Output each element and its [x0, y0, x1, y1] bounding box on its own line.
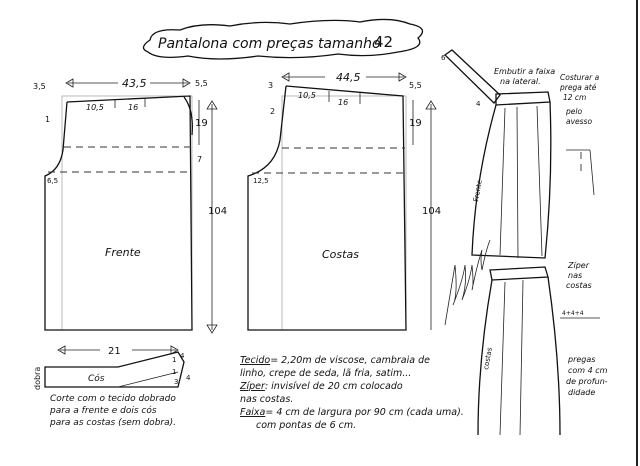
pleat-note-5: avesso: [566, 117, 592, 126]
front-crotch-depth: 7: [197, 155, 202, 164]
back-width: 44,5: [336, 71, 361, 84]
pleat-note-4: pelo: [565, 107, 582, 116]
waistband-m1: 1: [172, 356, 176, 364]
back-pattern-piece: 44,5 3 5,5 2 10,5 16 19 104 12,5 Costas: [247, 71, 441, 331]
pleat-depth-4: didade: [568, 388, 595, 397]
front-pleat-width: 16: [128, 103, 138, 112]
front-left-top: 3,5: [33, 82, 46, 91]
waistband-height: 4: [186, 374, 191, 382]
garment-sketch-back: costas Zíper nas costas 4+4+4 pregas com…: [477, 261, 608, 436]
note-line-2: linho, crepe de seda, lã fria, satim...: [240, 368, 411, 379]
note-line-5: Faixa= 4 cm de largura por 90 cm (cada u…: [240, 407, 464, 418]
back-pleat-width: 16: [338, 98, 348, 107]
sash-tip: 6: [441, 54, 446, 62]
fabric-notes: Tecido= 2,20m de viscose, cambraia de li…: [239, 355, 464, 431]
front-hip-depth: 19: [195, 118, 208, 129]
back-hip-depth: 19: [409, 118, 422, 129]
back-length: 104: [422, 206, 441, 217]
sketch-front-label: Frente: [472, 179, 484, 202]
note-line-1: Tecido= 2,20m de viscose, cambraia de: [240, 355, 430, 366]
sash-note-1: Embutir a faixa: [494, 67, 555, 76]
front-width: 43,5: [122, 77, 147, 90]
waistband-m2: 1: [172, 368, 176, 376]
title-text: Pantalona com preças tamanho: [158, 36, 381, 52]
front-length: 104: [208, 206, 227, 217]
front-pattern-piece: 43,5 3,5 5,5 1 10,5 16 19 7 104 6,5 Fren…: [33, 77, 227, 334]
title-cloud: Pantalona com preças tamanho 42: [142, 18, 424, 60]
sketch-back-label: costas: [482, 346, 494, 370]
zip-note-1: Zíper: [567, 261, 590, 270]
pleat-depth-1: pregas: [567, 355, 595, 364]
back-pleat-offset: 10,5: [298, 91, 316, 100]
garment-sketch-front: 6 4 Embutir a faixa na lateral. Frente C…: [441, 49, 600, 259]
note-line-3: Zíper: invisível de 20 cm colocado: [239, 381, 403, 392]
back-right-top: 5,5: [409, 81, 422, 90]
sash-width: 4: [476, 100, 481, 108]
waistband-m3: 3: [174, 378, 178, 386]
pleat-marks: 4+4+4: [562, 310, 584, 317]
front-crotch-ext: 6,5: [47, 177, 58, 185]
note-line-6: com pontas de 6 cm.: [256, 420, 356, 431]
waistband-piece: 21 Cós dobra 4 1 1 3 4 Corte com o tecid…: [33, 345, 191, 428]
back-left-top: 3: [268, 81, 273, 90]
title-size: 42: [374, 33, 393, 51]
waistband-note-1: Corte com o tecido dobrado: [50, 394, 176, 404]
waistband-tip: 4: [180, 352, 185, 360]
pleat-depth-3: de profun-: [566, 377, 608, 386]
pleat-note-3: 12 cm: [563, 93, 586, 102]
waistband-label: Cós: [88, 373, 105, 384]
note-line-4: nas costas.: [240, 394, 293, 405]
sash-note-2: na lateral.: [500, 77, 541, 86]
waistband-fold: dobra: [33, 367, 42, 390]
signature: [444, 239, 491, 326]
back-left-drop: 2: [270, 107, 275, 116]
waistband-length: 21: [108, 346, 121, 357]
zip-note-2: nas: [568, 271, 582, 280]
pleat-depth-2: com 4 cm: [568, 366, 608, 375]
back-label: Costas: [322, 248, 359, 261]
zip-note-3: costas: [566, 281, 592, 290]
front-right-top: 5,5: [195, 79, 208, 88]
front-label: Frente: [105, 246, 141, 259]
pleat-note-2: prega até: [559, 83, 597, 92]
waistband-note-3: para as costas (sem dobra).: [49, 418, 176, 428]
back-crotch-ext: 12,5: [253, 177, 269, 185]
front-pleat-offset: 10,5: [86, 103, 104, 112]
waistband-note-2: para a frente e dois cós: [49, 405, 157, 416]
pleat-note-1: Costurar a: [560, 73, 600, 82]
front-left-drop: 1: [45, 115, 50, 124]
